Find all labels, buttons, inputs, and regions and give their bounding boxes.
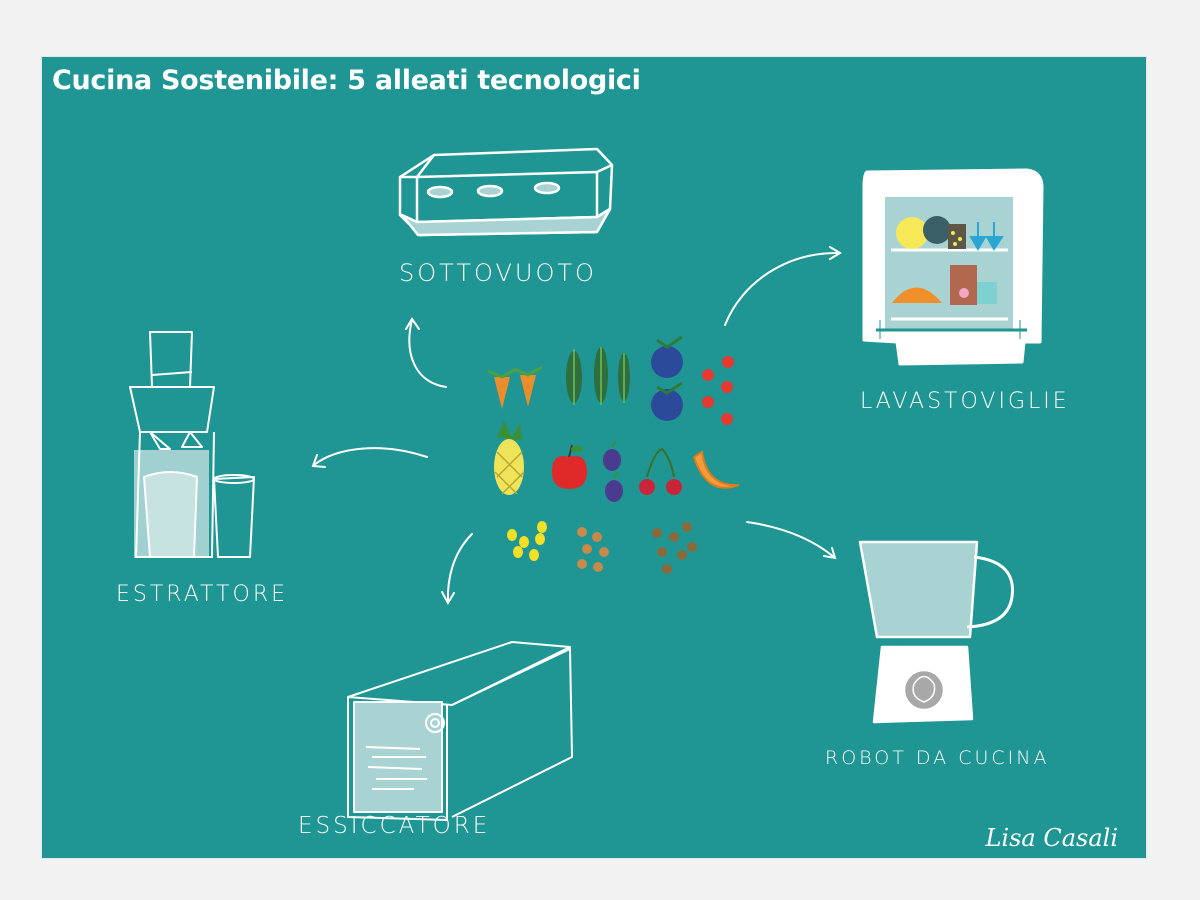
- arrow-to-lavastoviglie: [724, 246, 842, 326]
- melon-icon: [692, 450, 740, 489]
- artist-signature: Lisa Casali: [985, 824, 1118, 852]
- illustration-board: Cucina Sostenibile: 5 alleati tecnologic…: [42, 57, 1146, 858]
- apple-icon: [552, 444, 587, 489]
- arrow-to-sottovuoto: [405, 317, 447, 388]
- label-estrattore: ESTRATTORE: [116, 582, 289, 607]
- page-title: Cucina Sostenibile: 5 alleati tecnologic…: [52, 65, 641, 96]
- leafy-greens-icon: [566, 347, 630, 405]
- label-lavastoviglie: LAVASTOVIGLIE: [860, 389, 1070, 414]
- label-sottovuoto: SOTTOVUOTO: [399, 259, 597, 287]
- carrot-icon: [487, 365, 543, 409]
- corn-icon: [507, 521, 547, 561]
- blender-icon: [858, 540, 1015, 724]
- dehydrator-icon: [347, 641, 573, 821]
- cherries-icon: [639, 447, 682, 495]
- dishwasher-icon: [862, 168, 1044, 366]
- hazelnuts-icon: [652, 522, 697, 574]
- arrow-to-estrattore: [311, 447, 428, 468]
- label-essiccatore: ESSICCATORE: [298, 813, 491, 839]
- beet-icon: [651, 335, 683, 421]
- vacuum-sealer-icon: [398, 147, 614, 237]
- walnuts-icon: [577, 527, 609, 572]
- juicer-icon: [129, 331, 255, 558]
- arrow-to-robot: [746, 521, 837, 560]
- plums-icon: [603, 440, 623, 502]
- arrow-to-essiccatore: [441, 533, 473, 606]
- drawing-canvas: [129, 147, 1044, 821]
- tomatoes-icon: [702, 356, 734, 425]
- pineapple-icon: [494, 421, 525, 495]
- produce-icon-cluster: [487, 335, 740, 574]
- arrows: [311, 246, 842, 606]
- label-robot-da-cucina: ROBOT DA CUCINA: [825, 747, 1050, 769]
